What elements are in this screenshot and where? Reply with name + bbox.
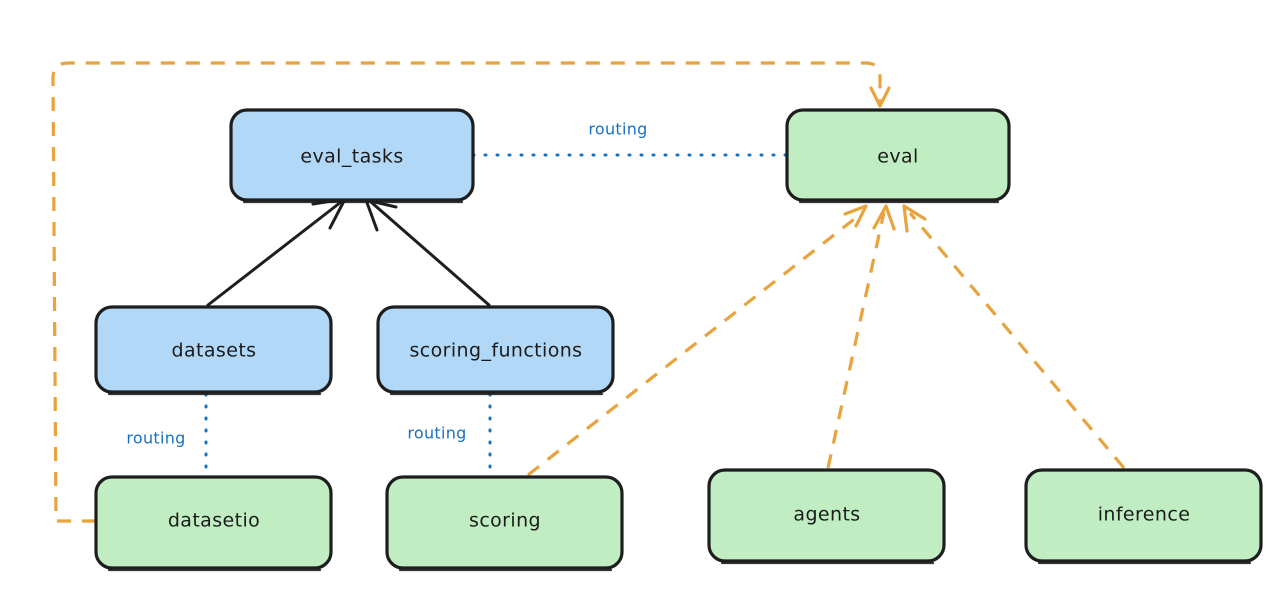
node-eval-tasks-label: eval_tasks (300, 146, 403, 168)
node-scoring-box[interactable] (385, 475, 624, 570)
node-scoring-label: scoring (469, 510, 541, 532)
edge-agents-eval (826, 204, 896, 469)
node-scoring-functions-box[interactable] (376, 305, 615, 394)
node-eval-box[interactable] (785, 108, 1011, 202)
node-eval-tasks-box[interactable] (229, 108, 475, 202)
node-datasetio-box[interactable] (94, 475, 333, 570)
node-inference-box[interactable] (1024, 468, 1263, 563)
node-datasetio-label: datasetio (168, 510, 260, 532)
edge-datasetio-eval (51, 61, 891, 523)
node-agents-label: agents (793, 504, 860, 526)
node-scoring[interactable]: scoring (385, 475, 624, 572)
edge-scoringfunctions-evaltasks (364, 198, 491, 307)
edges-layer (51, 61, 1126, 523)
edge-datasets-evaltasks (206, 197, 347, 307)
node-scoring-functions-label: scoring_functions (410, 340, 583, 362)
node-inference[interactable]: inference (1024, 468, 1263, 565)
edge-scoring-eval (527, 204, 868, 477)
node-datasetio[interactable]: datasetio (94, 475, 333, 572)
edge-labels-layer: routing routing routing (126, 120, 647, 448)
node-datasets-box[interactable] (94, 305, 333, 394)
node-eval-label: eval (877, 146, 918, 168)
edge-inference-eval (902, 204, 1126, 470)
node-eval-tasks[interactable]: eval_tasks (229, 108, 475, 204)
edge-label-routing-evaltasks-eval: routing (588, 120, 647, 139)
node-datasets-label: datasets (172, 340, 257, 362)
node-eval[interactable]: eval (785, 108, 1011, 204)
node-scoring-functions[interactable]: scoring_functions (376, 305, 615, 396)
node-datasets[interactable]: datasets (94, 305, 333, 396)
node-agents[interactable]: agents (707, 468, 946, 565)
node-agents-box[interactable] (707, 468, 946, 563)
node-inference-label: inference (1098, 504, 1191, 526)
edge-label-routing-datasets-datasetio: routing (126, 429, 185, 448)
nodes-layer: eval_tasks eval datasets scoring_functio… (94, 108, 1263, 572)
edge-label-routing-scoringfunctions-scoring: routing (407, 424, 466, 443)
